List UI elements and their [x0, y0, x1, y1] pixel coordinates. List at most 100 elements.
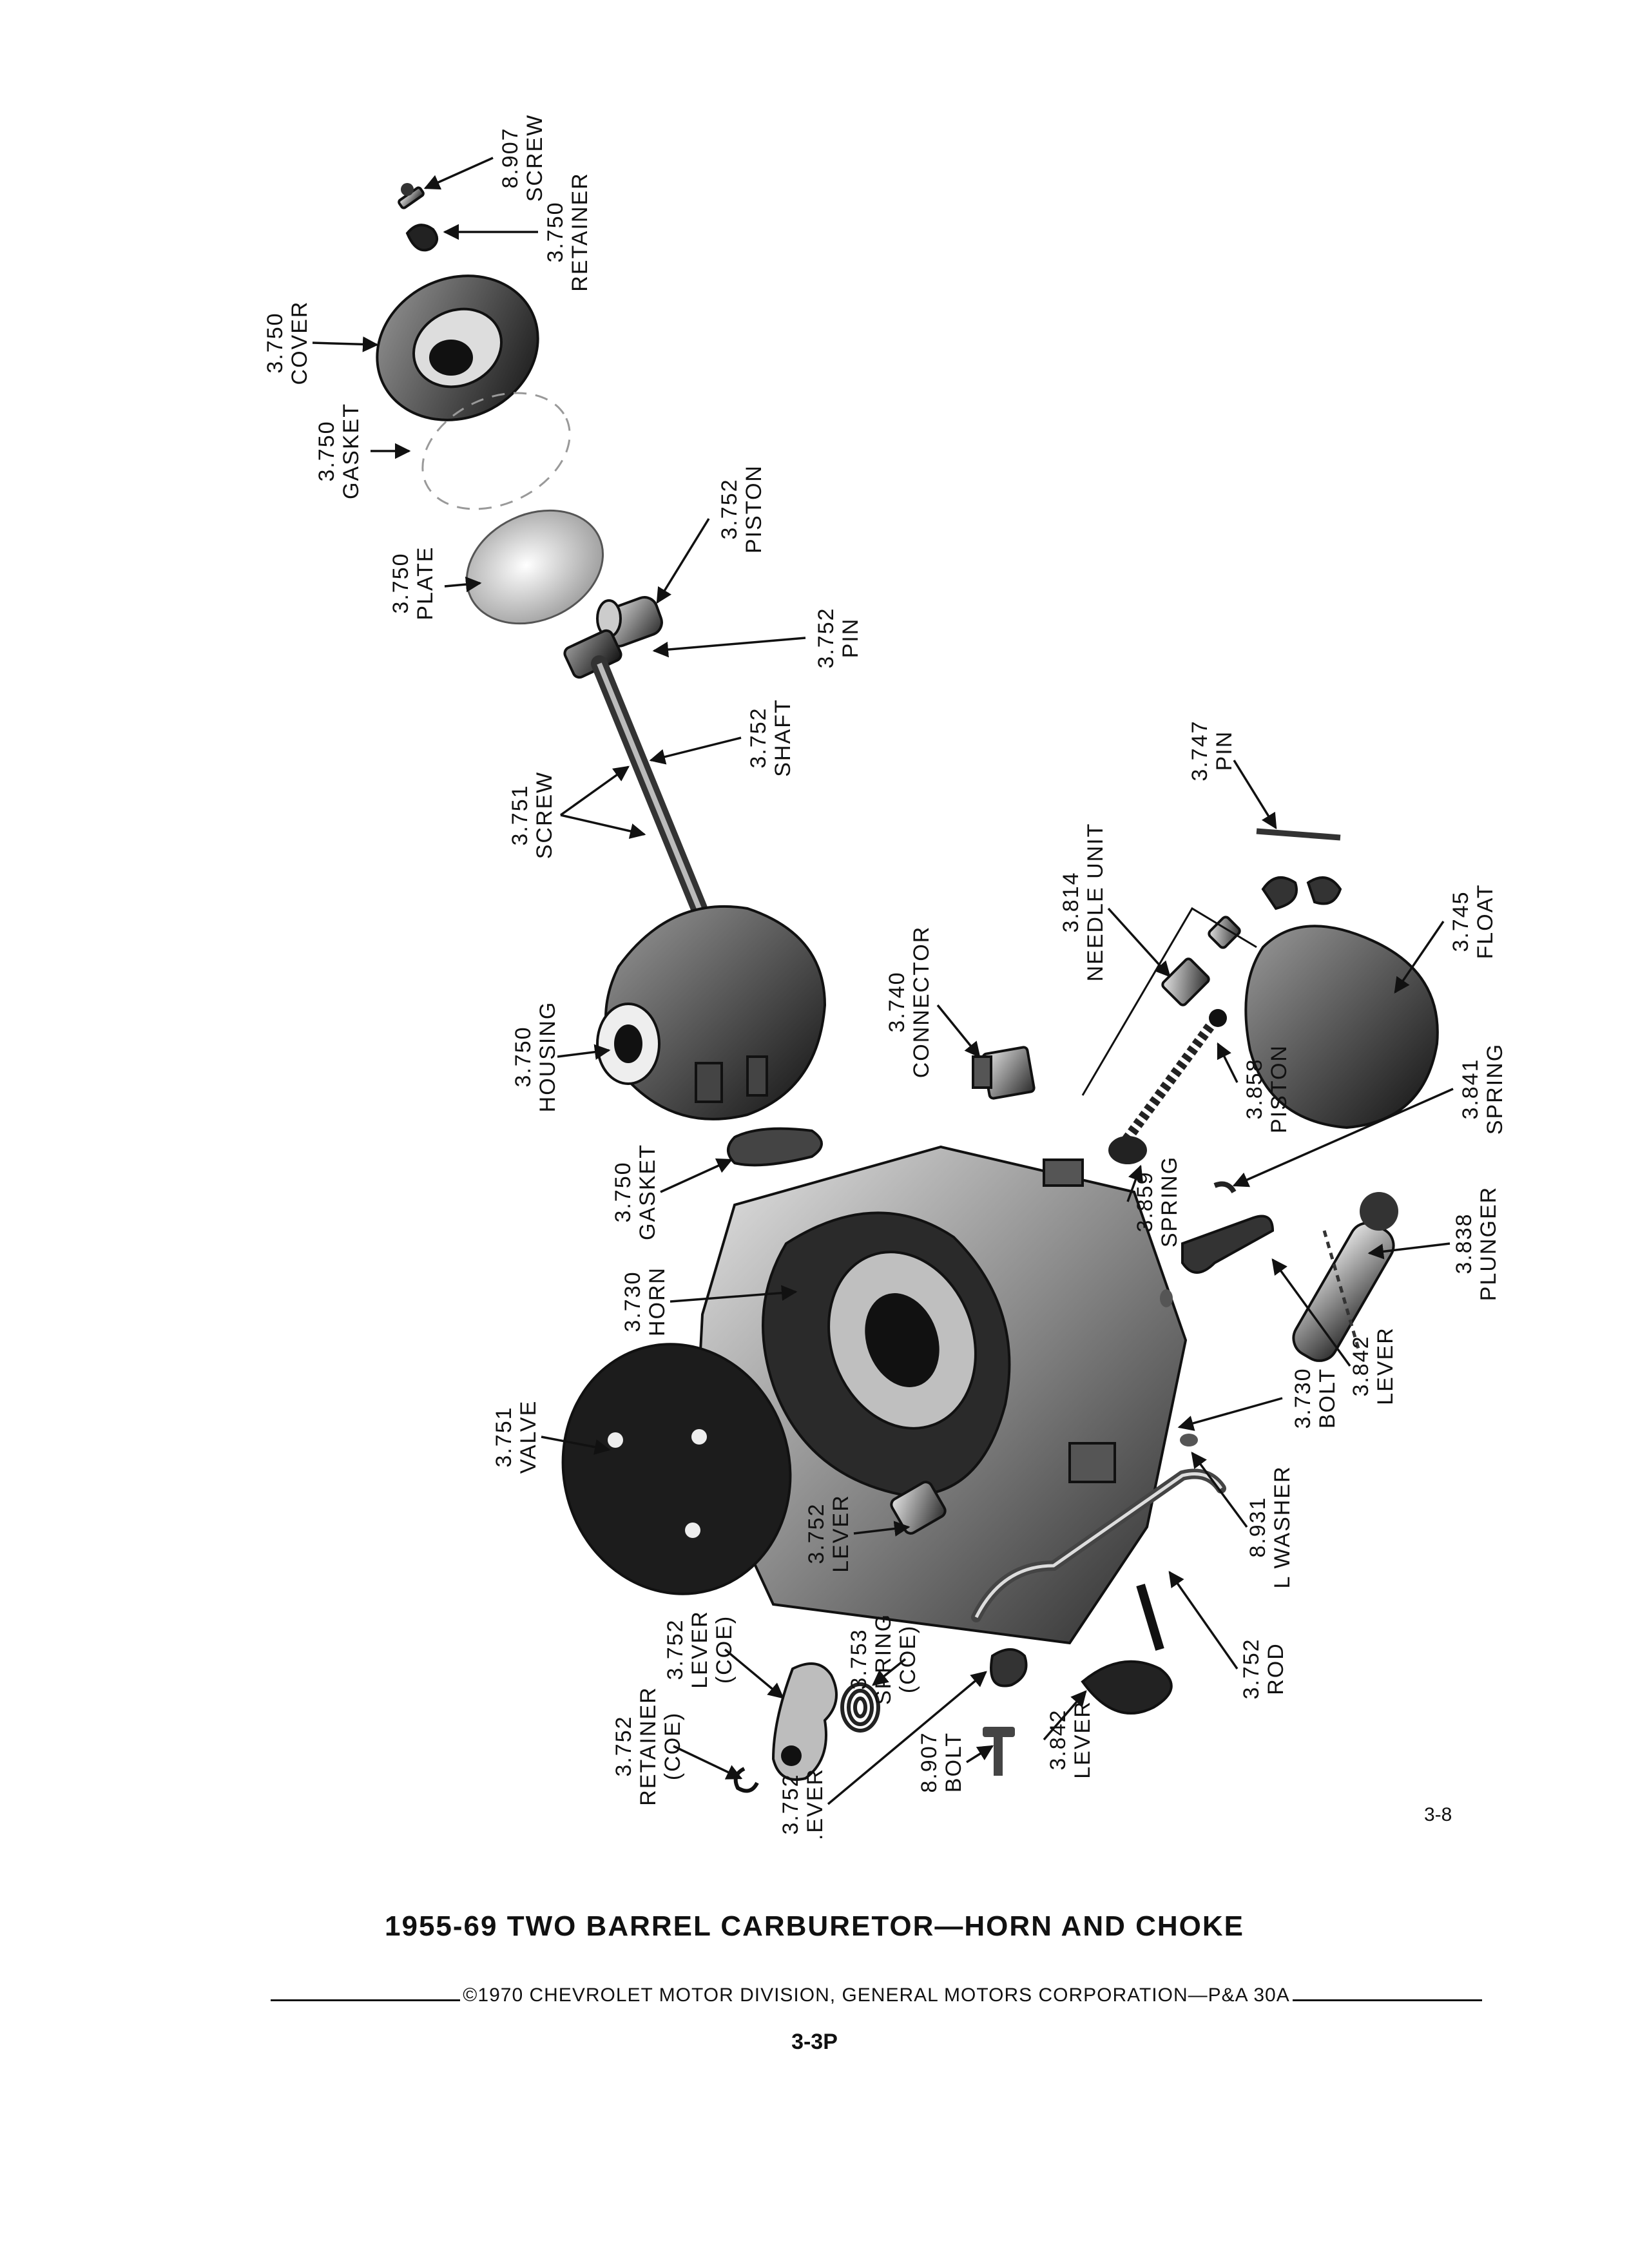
part-label-name: SPRING — [1483, 1043, 1507, 1135]
part-label-number: 8.907 — [917, 1731, 941, 1792]
float-drawing — [1244, 876, 1439, 1129]
retainer-drawing — [405, 224, 438, 252]
part-label-name: LEVER — [688, 1610, 712, 1689]
part-label-name: SHAFT — [771, 698, 795, 776]
part-label-number: 3.841 — [1458, 1058, 1483, 1119]
page-number: 3-3P — [791, 2030, 838, 2054]
part-label-number: 3.752 — [778, 1773, 803, 1834]
part-label-name: PLATE — [413, 546, 438, 620]
part-label-name: PISTON — [742, 465, 766, 553]
part-label-name: LEVER — [1373, 1327, 1398, 1405]
part-label-name: SPRING — [1157, 1156, 1182, 1247]
housing-drawing — [596, 905, 827, 1120]
part-label-number: 3.750 — [611, 1161, 635, 1222]
part-label-name: PISTON — [1267, 1044, 1291, 1133]
pump-lever-drawing — [1181, 1215, 1275, 1274]
leader-lines — [312, 157, 1454, 1805]
part-label-name: LEVER — [829, 1494, 853, 1573]
part-label-number: 3.752 — [717, 478, 742, 539]
horn-body-drawing — [694, 1145, 1188, 1645]
part-label-name: HORN — [645, 1267, 670, 1336]
part-label-name: PLUNGER — [1476, 1186, 1501, 1301]
connector-drawing — [972, 1046, 1036, 1100]
pump-spring-piston-drawing — [1108, 1009, 1227, 1164]
part-label-name: COVER — [287, 301, 312, 385]
coe-spring-drawing — [840, 1682, 880, 1733]
part-label-number: 3.750 — [543, 201, 568, 262]
part-label-name: ROD — [1264, 1642, 1288, 1695]
part-label-qualifier: (COE) — [896, 1625, 920, 1693]
part-label-number: 3.751 — [492, 1406, 516, 1467]
part-label-name: RETAINER — [636, 1686, 660, 1805]
part-label-name: CONNECTOR — [909, 926, 934, 1079]
part-label-name: .EVER — [803, 1768, 827, 1840]
bolt-drawing — [983, 1727, 1015, 1776]
part-label-number: 3.751 — [508, 784, 532, 845]
screw-drawing — [398, 183, 425, 209]
part-label-number: 3.730 — [621, 1271, 645, 1332]
part-label-number: 3.842 — [1349, 1335, 1373, 1396]
valve-drawing — [561, 1343, 792, 1595]
bottom-lever-drawing — [1081, 1660, 1173, 1715]
part-label-name: VALVE — [516, 1400, 541, 1474]
part-label-name: FLOAT — [1473, 883, 1498, 959]
part-label-name: NEEDLE UNIT — [1083, 823, 1108, 982]
part-label-number: 3.730 — [1291, 1367, 1315, 1428]
needle-unit-drawing — [1081, 907, 1257, 1096]
part-label-number: 3.752 — [612, 1715, 636, 1776]
gasket-drawing — [421, 392, 571, 510]
coe-lever-drawing — [771, 1662, 838, 1781]
part-label-number: 3.753 — [847, 1628, 871, 1689]
part-label-number: 3.814 — [1059, 871, 1083, 932]
plate-drawing — [465, 509, 604, 625]
part-label-name: HOUSING — [535, 1001, 560, 1113]
part-label-name: BOLT — [1315, 1368, 1340, 1428]
part-label-name: BOLT — [941, 1732, 966, 1792]
part-label-name: PIN — [1212, 731, 1237, 771]
part-label-name: GASKET — [339, 403, 363, 499]
part-label-number: 3.838 — [1452, 1213, 1476, 1274]
part-label-number: 3.750 — [314, 420, 339, 481]
part-label-number: 3.752 — [746, 707, 771, 768]
part-label-number: 3.740 — [885, 971, 909, 1032]
choke-lever-drawing — [890, 1481, 947, 1535]
part-label-number: 3.752 — [663, 1619, 688, 1680]
part-label-number: 3.750 — [263, 312, 287, 373]
part-label-name: LEVER — [1070, 1700, 1095, 1779]
part-label-name: SCREW — [523, 114, 547, 202]
part-label-number: 3.745 — [1449, 890, 1473, 952]
part-label-name: SPRING — [871, 1613, 896, 1705]
part-label-number: 3.752 — [1239, 1638, 1264, 1699]
copyright-row: ©1970 CHEVROLET MOTOR DIVISION, GENERAL … — [271, 1984, 1482, 2006]
part-label-number: 3.752 — [804, 1503, 829, 1564]
part-label-number: 3.858 — [1242, 1058, 1267, 1119]
part-label-lever-lower: 3.752.EVER — [778, 1768, 827, 1840]
part-label-qualifier: (COE) — [660, 1712, 685, 1780]
